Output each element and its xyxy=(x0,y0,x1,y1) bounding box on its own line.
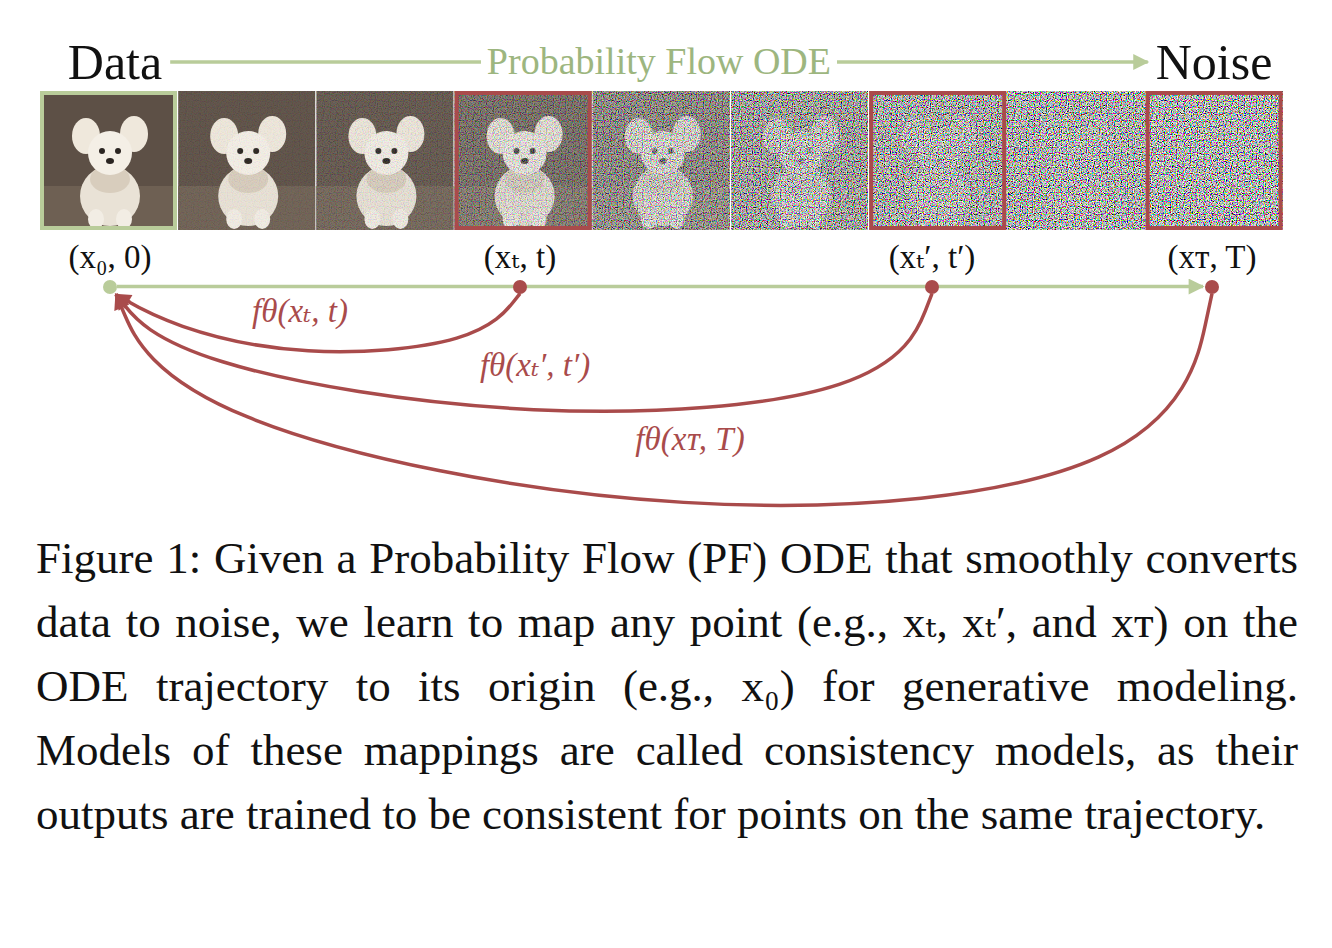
node-label: (xₜ, t) xyxy=(484,238,556,278)
node-label: (x₀, 0) xyxy=(69,238,152,278)
noise-layer xyxy=(316,91,453,230)
endpoint-heading: Noise xyxy=(1156,32,1273,92)
image-panel xyxy=(1007,91,1144,230)
image-panel xyxy=(731,91,868,230)
dog-photo xyxy=(178,91,315,230)
noise-layer xyxy=(869,91,1006,230)
dog-photo xyxy=(455,91,592,230)
noise-layer xyxy=(731,91,868,230)
edge-label-box: Probability Flow ODE xyxy=(481,39,837,85)
dog-photo xyxy=(1146,91,1283,230)
image-panel xyxy=(593,91,730,230)
dog-photo xyxy=(731,91,868,230)
noise-layer xyxy=(178,91,315,230)
image-panel xyxy=(178,91,315,230)
consistency-mapping-arrow xyxy=(116,294,932,412)
trajectory-point: (xₜ, t) xyxy=(484,238,556,294)
dog-photo xyxy=(869,91,1006,230)
noise-layer xyxy=(1007,91,1144,230)
edge-label: fθ(xᴛ, T) xyxy=(635,421,744,457)
image-panel xyxy=(869,91,1006,230)
ode-arrow xyxy=(117,285,1203,289)
figure-caption: Figure 1: Given a Probability Flow (PF) … xyxy=(36,533,1298,839)
point-dot xyxy=(925,280,939,294)
trajectory-point: (x₀, 0) xyxy=(69,238,152,294)
dog-photo xyxy=(316,91,453,230)
edge-label-box: fθ(xᴛ, T) xyxy=(629,420,750,460)
node-label: (xᴛ, T) xyxy=(1168,238,1257,278)
panel-outline xyxy=(42,93,175,228)
edge-label-box: fθ(xₜ′, t′) xyxy=(474,346,596,386)
figure-caption-box: Figure 1: Given a Probability Flow (PF) … xyxy=(36,526,1298,846)
edge-label: fθ(xₜ, t) xyxy=(252,293,348,329)
edge-label: fθ(xₜ′, t′) xyxy=(480,347,590,383)
dog-photo xyxy=(593,91,730,230)
point-dot xyxy=(513,280,527,294)
panel-outline xyxy=(1148,93,1281,228)
trajectory-point: (xₜ′, t′) xyxy=(889,238,976,294)
image-panel xyxy=(1146,91,1283,230)
noise-layer xyxy=(593,91,730,230)
noise-layer xyxy=(455,91,592,230)
endpoint-heading: Data xyxy=(68,32,162,92)
consistency-mapping-arrow xyxy=(116,294,1212,506)
point-dot xyxy=(103,280,117,294)
node-label: Data xyxy=(68,32,162,92)
trajectory-point: (xᴛ, T) xyxy=(1168,238,1257,294)
edge-label-box: fθ(xₜ, t) xyxy=(246,292,354,332)
noise-layer xyxy=(1146,91,1283,230)
dog-photo xyxy=(1007,91,1144,230)
image-panel xyxy=(40,91,177,230)
image-panel xyxy=(316,91,453,230)
panel-outline xyxy=(457,93,590,228)
image-panel xyxy=(455,91,592,230)
node-label: Noise xyxy=(1156,32,1273,92)
node-label: (xₜ′, t′) xyxy=(889,238,976,278)
edge-label: Probability Flow ODE xyxy=(487,40,831,82)
dog-photo xyxy=(40,91,177,230)
point-dot xyxy=(1205,280,1219,294)
panel-outline xyxy=(871,93,1004,228)
